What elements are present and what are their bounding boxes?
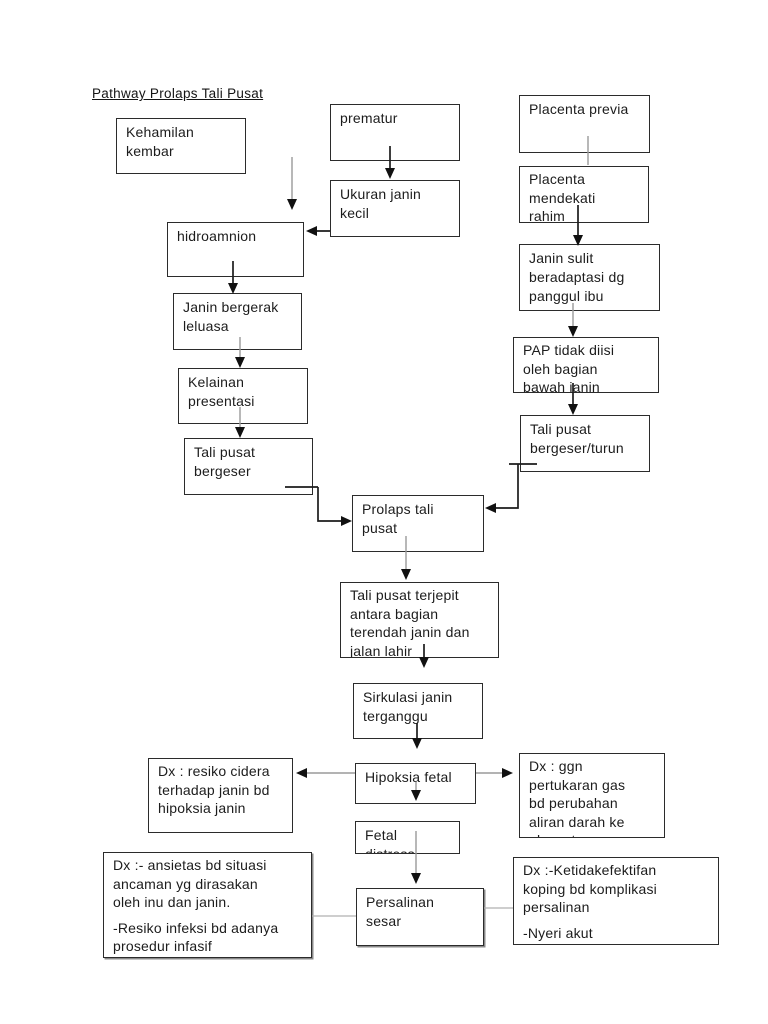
node-label: Persalinan sesar bbox=[366, 894, 435, 929]
node-hidroamnion: hidroamnion bbox=[167, 222, 304, 277]
node-tali-pusat-bergeser-turun: Tali pusat bergeser/turun bbox=[520, 415, 650, 472]
node-dx-ggn-pertukaran-gas: Dx : ggn pertukaran gas bd perubahan ali… bbox=[519, 753, 665, 838]
node-tali-pusat-bergeser: Tali pusat bergeser bbox=[184, 438, 313, 495]
node-label: hidroamnion bbox=[177, 228, 257, 244]
node-label: Placenta previa bbox=[529, 101, 629, 117]
node-pap-tidak-diisi: PAP tidak diisi oleh bagian bawah janin bbox=[513, 337, 659, 393]
node-label: Fetal distress bbox=[365, 827, 415, 854]
node-label: Placenta mendekati rahim bbox=[529, 171, 596, 223]
node-dx-ansietas-resiko-infeksi: Dx :- ansietas bd situasi ancaman yg dir… bbox=[103, 852, 312, 958]
node-placenta-mendekati-rahim: Placenta mendekati rahim bbox=[519, 166, 649, 223]
node-label: Hipoksia fetal bbox=[365, 769, 452, 785]
node-label: Tali pusat terjepit antara bagian terend… bbox=[350, 587, 470, 658]
node-label: Janin sulit beradaptasi dg panggul ibu bbox=[529, 250, 625, 304]
node-paragraph: -Nyeri akut bbox=[523, 924, 593, 941]
node-label: Dx : ggn pertukaran gas bd perubahan ali… bbox=[529, 758, 626, 837]
node-paragraph: -Resiko infeksi bd adanya prosedur infas… bbox=[113, 919, 279, 955]
node-tali-pusat-terjepit: Tali pusat terjepit antara bagian terend… bbox=[340, 582, 499, 658]
node-prolaps-tali-pusat: Prolaps tali pusat bbox=[352, 495, 484, 552]
node-persalinan-sesar: Persalinan sesar bbox=[356, 888, 484, 946]
node-label: Kehamilan kembar bbox=[126, 124, 194, 159]
node-label: Kelainan presentasi bbox=[188, 374, 255, 409]
node-ukuran-janin-kecil: Ukuran janin kecil bbox=[330, 180, 460, 237]
node-kelainan-presentasi: Kelainan presentasi bbox=[178, 368, 308, 424]
node-label: Prolaps tali pusat bbox=[362, 501, 434, 536]
node-label: Sirkulasi janin terganggu bbox=[363, 689, 453, 724]
node-label: Janin bergerak leluasa bbox=[183, 299, 279, 334]
node-janin-sulit-beradaptasi: Janin sulit beradaptasi dg panggul ibu bbox=[519, 244, 660, 311]
node-sirkulasi-janin-terganggu: Sirkulasi janin terganggu bbox=[353, 683, 483, 739]
node-label: Dx : resiko cidera terhadap janin bd hip… bbox=[158, 763, 270, 816]
node-label: Ukuran janin kecil bbox=[340, 186, 421, 221]
node-paragraph: Dx :-Ketidakefektifan koping bd komplika… bbox=[523, 862, 657, 915]
node-placenta-previa: Placenta previa bbox=[519, 95, 650, 153]
node-janin-bergerak-leluasa: Janin bergerak leluasa bbox=[173, 293, 302, 350]
arrow-tali-turun-to-prolaps bbox=[485, 464, 519, 513]
node-label: prematur bbox=[340, 110, 398, 126]
node-fetal-distress: Fetal distress bbox=[355, 821, 460, 854]
node-label: PAP tidak diisi oleh bagian bawah janin bbox=[523, 342, 615, 393]
node-prematur: prematur bbox=[330, 104, 460, 161]
arrow-tali-bergeser-to-prolaps bbox=[317, 487, 352, 526]
page-title: Pathway Prolaps Tali Pusat bbox=[92, 86, 264, 101]
node-dx-resiko-cidera: Dx : resiko cidera terhadap janin bd hip… bbox=[148, 758, 293, 833]
node-paragraph: Dx :- ansietas bd situasi ancaman yg dir… bbox=[113, 857, 267, 910]
node-label: Tali pusat bergeser bbox=[194, 444, 256, 479]
node-label: Tali pusat bergeser/turun bbox=[530, 421, 624, 456]
node-kehamilan-kembar: Kehamilan kembar bbox=[116, 118, 246, 174]
node-hipoksia-fetal: Hipoksia fetal bbox=[355, 763, 476, 804]
node-dx-ketidakefektifan-koping: Dx :-Ketidakefektifan koping bd komplika… bbox=[513, 857, 719, 945]
